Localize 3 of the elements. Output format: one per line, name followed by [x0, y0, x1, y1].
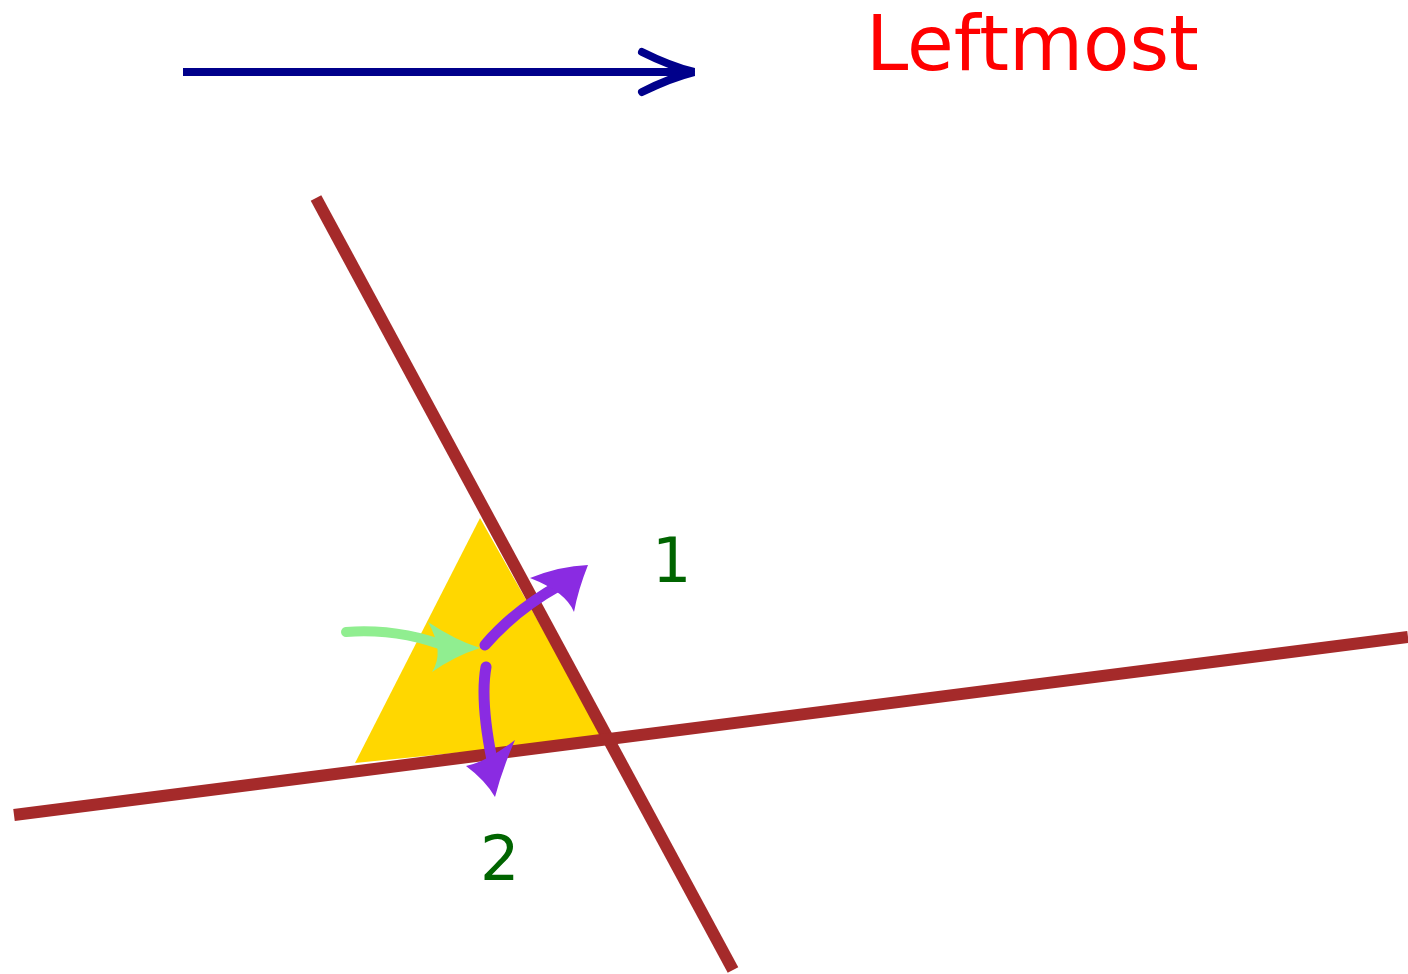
line-number: 2 — [480, 828, 520, 890]
heading-text: Leftmost — [866, 6, 1199, 82]
line-number: 1 — [652, 530, 692, 592]
